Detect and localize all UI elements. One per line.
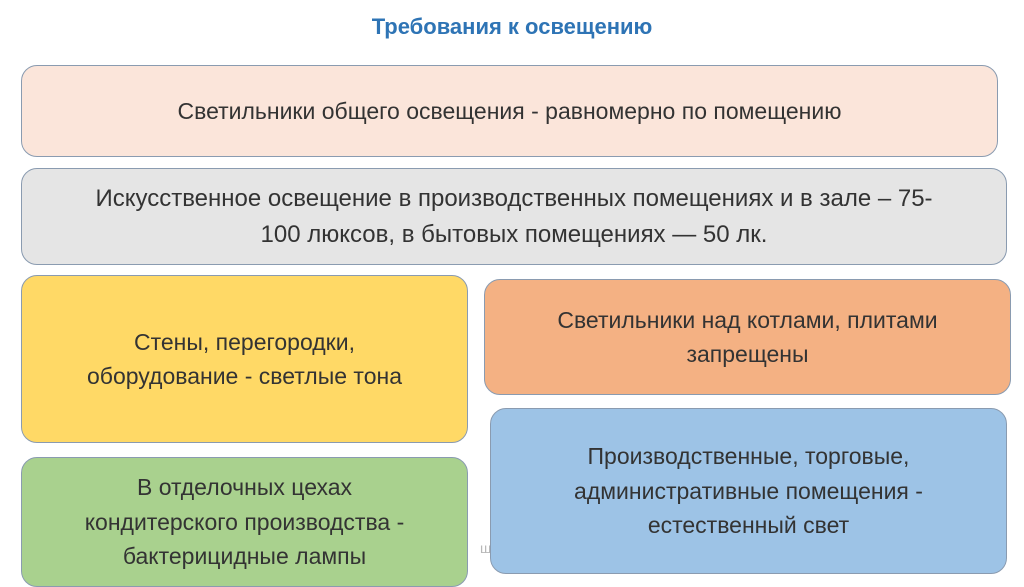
walls-color-line-2: оборудование - светлые тона <box>87 363 402 389</box>
bactericidal-lamps-line-2: кондитерского производства - <box>84 508 405 535</box>
bactericidal-lamps-line-3: бактерицидные лампы <box>122 543 367 570</box>
natural-light-line-2: административные помещения - <box>574 477 923 504</box>
watermark: ш <box>480 540 492 556</box>
bactericidal-lamps-line-1: В отделочных цехах <box>136 474 353 501</box>
general-lighting-box: Светильники общего освещения - равномерн… <box>21 65 998 157</box>
natural-light-line-3: естественный свет <box>647 512 850 539</box>
natural-light-line-1: Производственные, торговые, <box>587 443 910 470</box>
artificial-lighting-line-2: 100 люксов, в бытовых помещениях — 50 лк… <box>260 220 768 248</box>
artificial-lighting-line-1: Искусственное освещение в производственн… <box>95 184 933 212</box>
bactericidal-lamps-box: В отделочных цехах кондитерского произво… <box>21 457 468 587</box>
artificial-lighting-box: Искусственное освещение в производственн… <box>21 168 1007 265</box>
walls-color-line-1: Стены, перегородки, <box>133 328 355 355</box>
fixtures-prohibited-box: Светильники над котлами, плитами запреще… <box>484 279 1011 395</box>
natural-light-box: Производственные, торговые, администрати… <box>490 408 1007 574</box>
page-title: Требования к освещению <box>371 14 653 39</box>
fixtures-prohibited-line-2: запрещены <box>686 341 809 367</box>
fixtures-prohibited-line-1: Светильники над котлами, плитами <box>557 306 938 333</box>
walls-color-box: Стены, перегородки, оборудование - светл… <box>21 275 468 443</box>
general-lighting-text: Светильники общего освещения - равномерн… <box>177 97 842 124</box>
